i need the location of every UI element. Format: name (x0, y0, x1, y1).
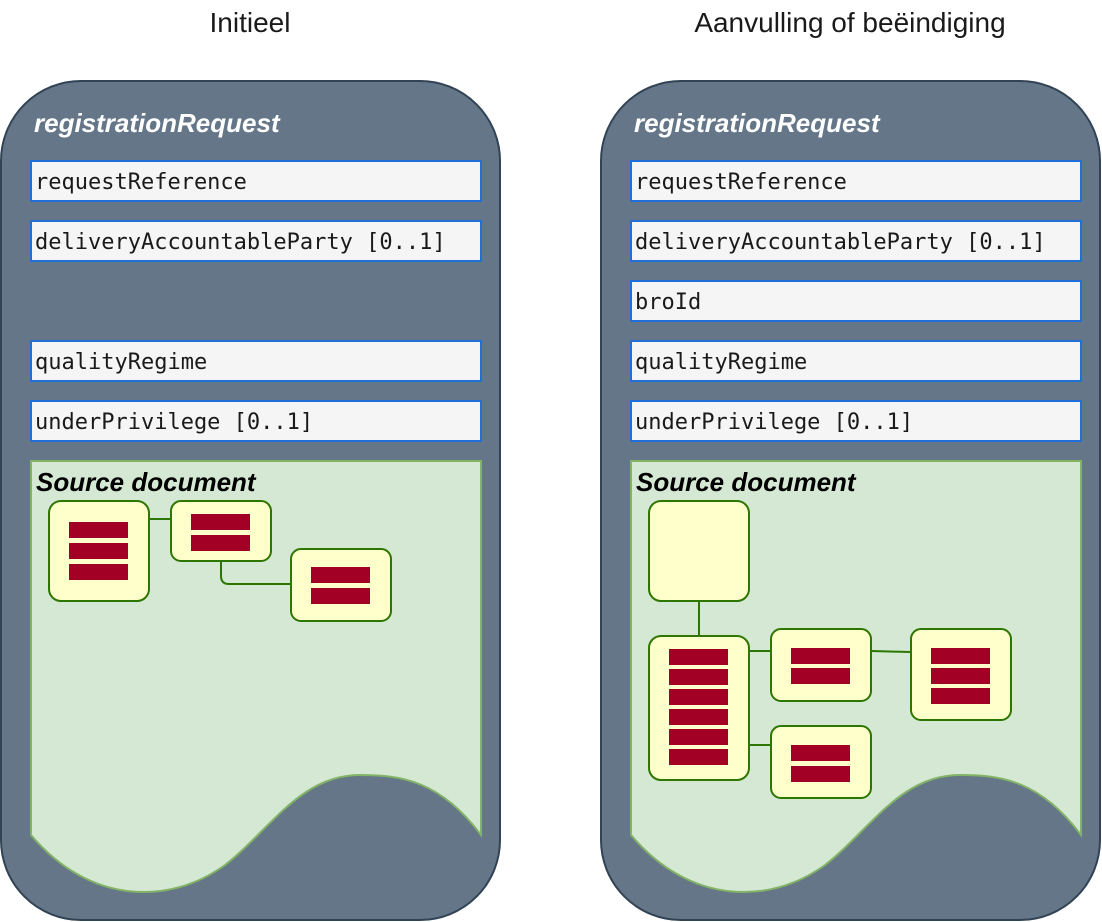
attribute-bar (69, 564, 128, 580)
field-box-quality-regime (630, 340, 1082, 382)
source-document-title: Source document (636, 467, 857, 497)
panel-right: registrationRequest requestReference del… (600, 80, 1101, 921)
attribute-bar (931, 688, 990, 704)
panel-left-title: registrationRequest (34, 108, 281, 138)
attribute-bar (69, 543, 128, 559)
attribute-bar (191, 535, 250, 551)
node-box (770, 725, 872, 799)
source-document-title: Source document (36, 467, 257, 497)
attribute-bar (669, 749, 728, 765)
attribute-bar (311, 588, 370, 604)
field-label-quality-regime: qualityRegime (35, 350, 207, 375)
field-box-request-reference (30, 160, 482, 202)
attribute-bar (791, 766, 850, 782)
attribute-bar (931, 648, 990, 664)
field-box-request-reference (630, 160, 1082, 202)
field-box-under-privilege (30, 400, 482, 442)
attribute-bar (669, 729, 728, 745)
node-box (770, 628, 872, 702)
field-label-under-privilege: underPrivilege [0..1] (635, 410, 913, 435)
node-box (290, 548, 392, 622)
heading-initieel: Initieel (210, 7, 291, 38)
attribute-bar (669, 649, 728, 665)
field-label-under-privilege: underPrivilege [0..1] (35, 410, 313, 435)
panel-left: registrationRequest requestReference del… (0, 80, 501, 921)
field-label-bro-id: broId (635, 290, 701, 315)
field-label-delivery-accountable-party: deliveryAccountableParty [0..1] (35, 230, 446, 255)
attribute-bar (669, 689, 728, 705)
attribute-bar (69, 522, 128, 538)
attribute-bar (311, 567, 370, 583)
attribute-bar (791, 668, 850, 684)
attribute-bar (669, 669, 728, 685)
field-label-quality-regime: qualityRegime (635, 350, 807, 375)
node-box (170, 500, 272, 562)
field-box-quality-regime (30, 340, 482, 382)
panel-right-title: registrationRequest (634, 108, 881, 138)
attribute-bar (931, 668, 990, 684)
field-box-bro-id (630, 280, 1082, 322)
heading-aanvulling: Aanvulling of beëindiging (694, 7, 1005, 38)
field-box-under-privilege (630, 400, 1082, 442)
attribute-bar (791, 745, 850, 761)
connector-line (220, 561, 291, 585)
attribute-bar (791, 648, 850, 664)
field-box-delivery-accountable-party (630, 220, 1082, 262)
node-box (648, 500, 750, 602)
field-box-delivery-accountable-party (30, 220, 482, 262)
connector-line (870, 650, 912, 653)
attribute-bar (669, 709, 728, 725)
field-label-request-reference: requestReference (35, 170, 247, 195)
field-label-request-reference: requestReference (635, 170, 847, 195)
attribute-bar (191, 514, 250, 530)
field-label-delivery-accountable-party: deliveryAccountableParty [0..1] (635, 230, 1046, 255)
